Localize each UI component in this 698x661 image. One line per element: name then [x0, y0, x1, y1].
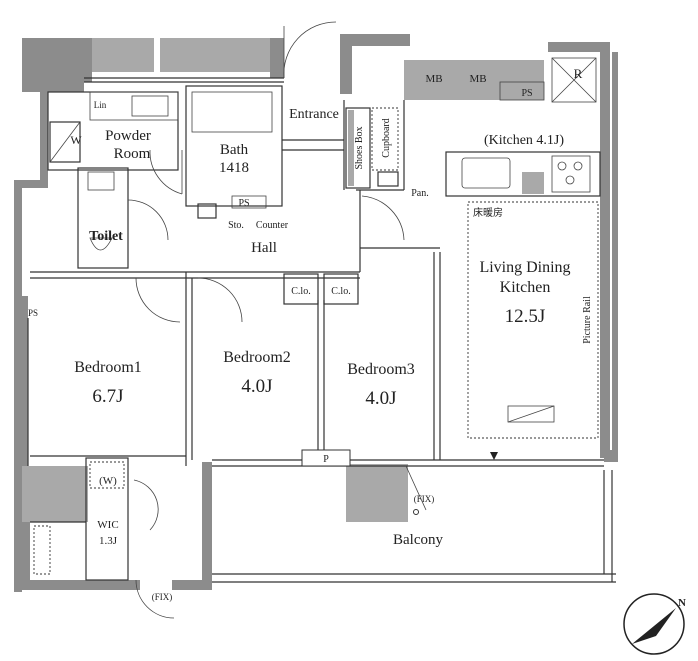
lin-label: Lin: [94, 100, 107, 110]
fix-dot-icon: [413, 509, 419, 515]
wic-w: (W): [99, 475, 117, 487]
compass: N: [623, 593, 686, 655]
ps-left-label: PS: [28, 308, 38, 318]
doors: [127, 21, 427, 619]
outer-walls: [14, 34, 618, 592]
entrance-label: Entrance: [289, 107, 339, 122]
powder-room-line1: Powder: [105, 128, 151, 144]
ldk-name-line2: Kitchen: [500, 279, 551, 296]
mb2-label: MB: [469, 73, 486, 85]
bedroom1-area: 6.7J: [92, 386, 123, 407]
fix-balcony-label: (FIX): [414, 494, 435, 504]
r-label: R: [574, 66, 583, 81]
compass-circle-icon: [623, 593, 685, 655]
fixture-labels: MB MB PS PS PS R Lin W Shoes Box Cupboar…: [28, 66, 593, 602]
bedroom1-name: Bedroom1: [74, 359, 142, 376]
bedroom2-name: Bedroom2: [223, 349, 291, 366]
balcony-label: Balcony: [393, 532, 443, 548]
wic-line2: 1.3J: [99, 535, 118, 547]
picture-rail-label: Picture Rail: [582, 296, 593, 344]
compass-arrow-icon: [632, 608, 676, 644]
bedroom3-area: 4.0J: [365, 388, 396, 409]
closet2-label: C.lo.: [331, 286, 350, 297]
counter-label: Counter: [256, 220, 289, 231]
bath-size: 1418: [219, 160, 249, 176]
shoes-box-label: Shoes Box: [354, 126, 365, 169]
interior-walls: [27, 57, 604, 581]
sto-label: Sto.: [228, 220, 244, 231]
closet1-label: C.lo.: [291, 286, 310, 297]
floor-heating-label: 床暖房: [473, 206, 503, 219]
fix-bottom-label: (FIX): [152, 592, 173, 602]
p-label: P: [323, 454, 329, 465]
bedroom2-area: 4.0J: [241, 376, 272, 397]
bedroom3-name: Bedroom3: [347, 361, 415, 378]
cupboard-label: Cupboard: [381, 118, 392, 157]
bath-name: Bath: [220, 142, 249, 158]
compass-north-label: N: [678, 597, 686, 609]
kitchen-label: (Kitchen 4.1J): [484, 133, 564, 148]
ps-top-label: PS: [521, 88, 532, 99]
ps-bath-label: PS: [238, 198, 249, 209]
ldk-name-line1: Living Dining: [479, 259, 570, 276]
hall-label: Hall: [251, 240, 277, 256]
marker-triangle-icon: [490, 452, 498, 460]
toilet-label: Toilet: [89, 229, 123, 244]
wic-line1: WIC: [97, 519, 118, 531]
pan-label: Pan.: [411, 188, 429, 199]
mb1-label: MB: [425, 73, 442, 85]
powder-room-line2: Room: [114, 146, 151, 162]
w-label: W: [70, 133, 82, 147]
ldk-area: 12.5J: [505, 306, 546, 327]
room-labels: Bedroom1 6.7J Bedroom2 4.0J Bedroom3 4.0…: [74, 107, 570, 548]
